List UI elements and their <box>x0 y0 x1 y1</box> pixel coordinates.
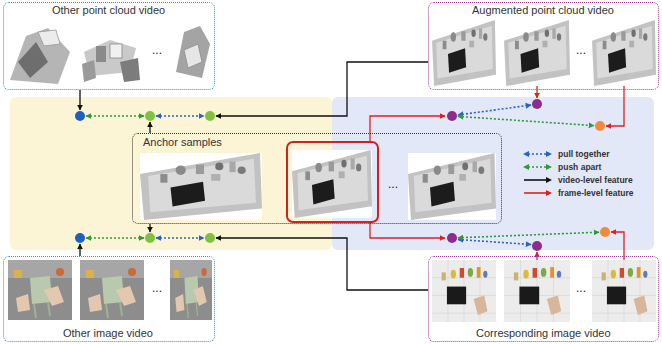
legend-swatch <box>522 163 554 171</box>
box-title: Anchor samples <box>143 136 222 149</box>
legend: pull together push apart video-level featu… <box>522 147 634 199</box>
video-group-box: Corresponding image video <box>428 256 659 342</box>
legend-text: frame-level feature <box>558 188 634 198</box>
legend-row: frame-level feature <box>522 186 634 199</box>
ellipsis: ... <box>576 44 586 56</box>
ellipsis: ... <box>388 178 398 190</box>
legend-row: video-level feature <box>522 173 634 186</box>
box-title: Other point cloud video <box>52 4 165 17</box>
box-title: Corresponding image video <box>476 327 611 340</box>
legend-text: video-level feature <box>558 175 633 185</box>
box-title: Augmented point cloud video <box>472 4 614 17</box>
legend-row: push apart <box>522 160 634 173</box>
ellipsis: ... <box>576 282 586 294</box>
legend-swatch <box>522 189 554 197</box>
legend-row: pull together <box>522 147 634 160</box>
legend-swatch <box>522 176 554 184</box>
legend-swatch <box>522 150 554 158</box>
ellipsis: ... <box>152 282 162 294</box>
video-group-box: Augmented point cloud video <box>428 2 659 90</box>
video-group-box: Anchor samples <box>132 133 502 224</box>
video-group-box: Other point cloud video <box>3 2 215 90</box>
ellipsis: ... <box>152 44 162 56</box>
video-group-box: Other image video <box>3 256 215 342</box>
legend-text: push apart <box>558 162 601 172</box>
box-title: Other image video <box>63 327 153 340</box>
legend-text: pull together <box>558 149 609 159</box>
